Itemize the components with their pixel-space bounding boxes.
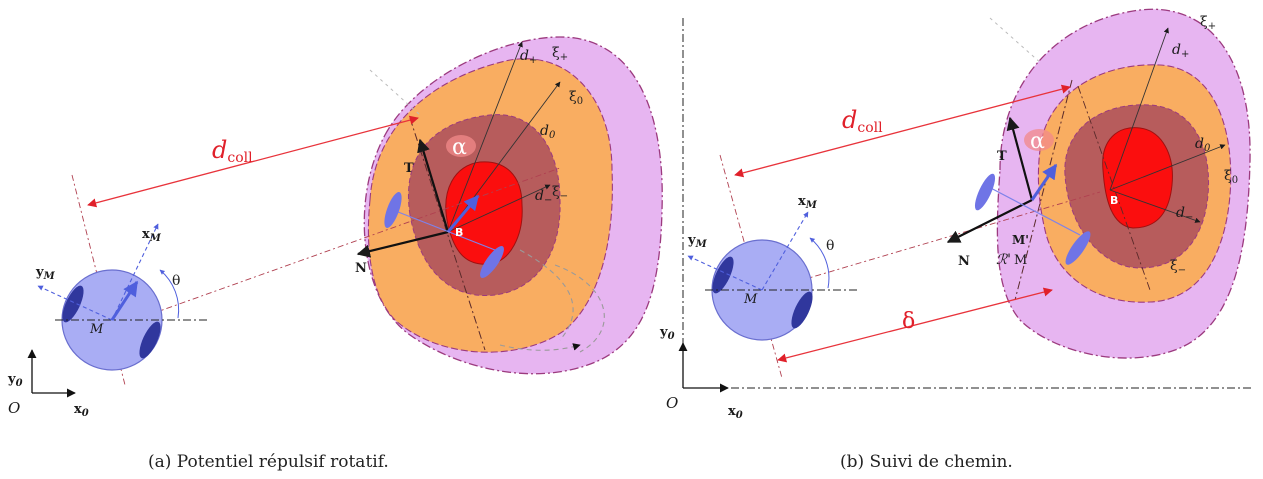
alpha-highlight (446, 135, 476, 157)
d-minus-label-b: d− (1176, 205, 1193, 223)
d-zero-label-b: d0 (1195, 136, 1211, 154)
delta-arrow (777, 287, 1053, 363)
y0-label: y0 (7, 372, 23, 389)
rotation-flow-3 (499, 343, 581, 351)
rotation-flow-2 (554, 264, 605, 353)
m-label-b: M (743, 292, 758, 307)
d-plus-label: d+ (520, 48, 537, 66)
theta-label: θ (172, 273, 180, 289)
t-label: T (404, 161, 414, 176)
caption-b: (b) Suivi de chemin. (840, 452, 1013, 472)
d-minus-radius (447, 184, 551, 233)
robot-heading-vector (110, 280, 139, 321)
ym-label: yM (35, 265, 56, 282)
virtual-wheel-left-b (974, 173, 996, 211)
d-minus-radius-b (1109, 189, 1201, 223)
theta-arc (159, 269, 180, 319)
xm-label-b: xM (798, 194, 818, 211)
alpha-label: α (452, 135, 467, 160)
t-label-b: T (997, 149, 1007, 164)
theta-label-b: θ (826, 238, 834, 254)
theta-arc-b (809, 237, 830, 289)
xi-zero-label-b: ξ0 (1224, 168, 1238, 186)
rotation-flow-1 (519, 249, 574, 341)
robot-wheel-left-b (712, 256, 734, 294)
obstacle-direction-vector (446, 194, 480, 233)
robot-wheel-left (62, 285, 84, 323)
m-prime-label: M' (1012, 233, 1029, 247)
xi-plus-label: ξ+ (552, 45, 568, 63)
d-plus-label-b: d+ (1172, 42, 1189, 60)
x0-label: x0 (74, 402, 89, 419)
m-label: M (89, 322, 104, 337)
virtual-axle-b (984, 184, 1081, 236)
obstacle-direction-vector-b (1030, 163, 1058, 201)
virtual-wheel-right-b (1065, 231, 1091, 265)
d-zero-label: d0 (540, 123, 556, 141)
n-label: N (355, 261, 367, 276)
xi-minus-label: ξ− (552, 184, 568, 202)
panel-a: dcoll α T N B xM yM θ M O x0 y0 d+ d0 d−… (7, 36, 663, 472)
d-plus-radius-b (1109, 27, 1169, 191)
x0-label-b: x0 (728, 404, 743, 421)
d-coll-label-b: dcoll (842, 106, 883, 136)
t-vector-b (1006, 116, 1034, 201)
b-label: B (455, 226, 463, 239)
panel-b: dcoll α T N B M' ℛ'M δ xM yM θ M O x0 y0… (659, 8, 1252, 472)
xi-minus-label-b: ξ− (1170, 258, 1186, 276)
d-minus-label: d− (535, 188, 552, 206)
n-vector (356, 230, 449, 258)
y0-label-b: y0 (659, 325, 675, 342)
virtual-wheel-left (384, 192, 402, 228)
t-vector (417, 138, 450, 233)
xm-label: xM (142, 227, 162, 244)
d-coll-arrow (87, 115, 419, 208)
xi-plus-label-b: ξ+ (1200, 14, 1216, 32)
virtual-axle (392, 209, 496, 251)
virtual-wheel-right (480, 246, 504, 278)
d-coll-arrow-b (734, 84, 1071, 178)
obstacle-b (445, 161, 523, 265)
o-label: O (8, 399, 20, 417)
tangent-axis (409, 117, 486, 351)
xm-axis (111, 223, 159, 321)
caption-a: (a) Potentiel répulsif rotatif. (148, 452, 389, 472)
b-label-b: B (1110, 194, 1118, 207)
robot-obstacle-line-b (774, 191, 1101, 289)
d-plus-radius (447, 41, 523, 233)
xi-zero-label: ξ0 (569, 89, 583, 107)
d-zero-radius-b (1109, 144, 1226, 191)
delta-label: δ (902, 309, 915, 334)
robot-wheel-right-b (791, 291, 813, 329)
n-label-b: N (958, 254, 970, 269)
xm-axis-b (761, 211, 809, 291)
alpha-highlight-b (1024, 129, 1054, 151)
ym-label-b: yM (687, 233, 708, 250)
r-m-label: ℛ'M (996, 252, 1027, 268)
d-coll-label: dcoll (212, 136, 253, 166)
robot-wheel-right (139, 321, 161, 359)
alpha-label-b: α (1030, 129, 1045, 154)
robot-obstacle-line (139, 167, 561, 319)
o-label-b: O (666, 394, 678, 412)
normal-axis-b (1077, 85, 1151, 291)
guide-dotted (369, 69, 421, 116)
obstacle-b-panel-b (1102, 127, 1173, 229)
n-vector-b (946, 199, 1033, 243)
